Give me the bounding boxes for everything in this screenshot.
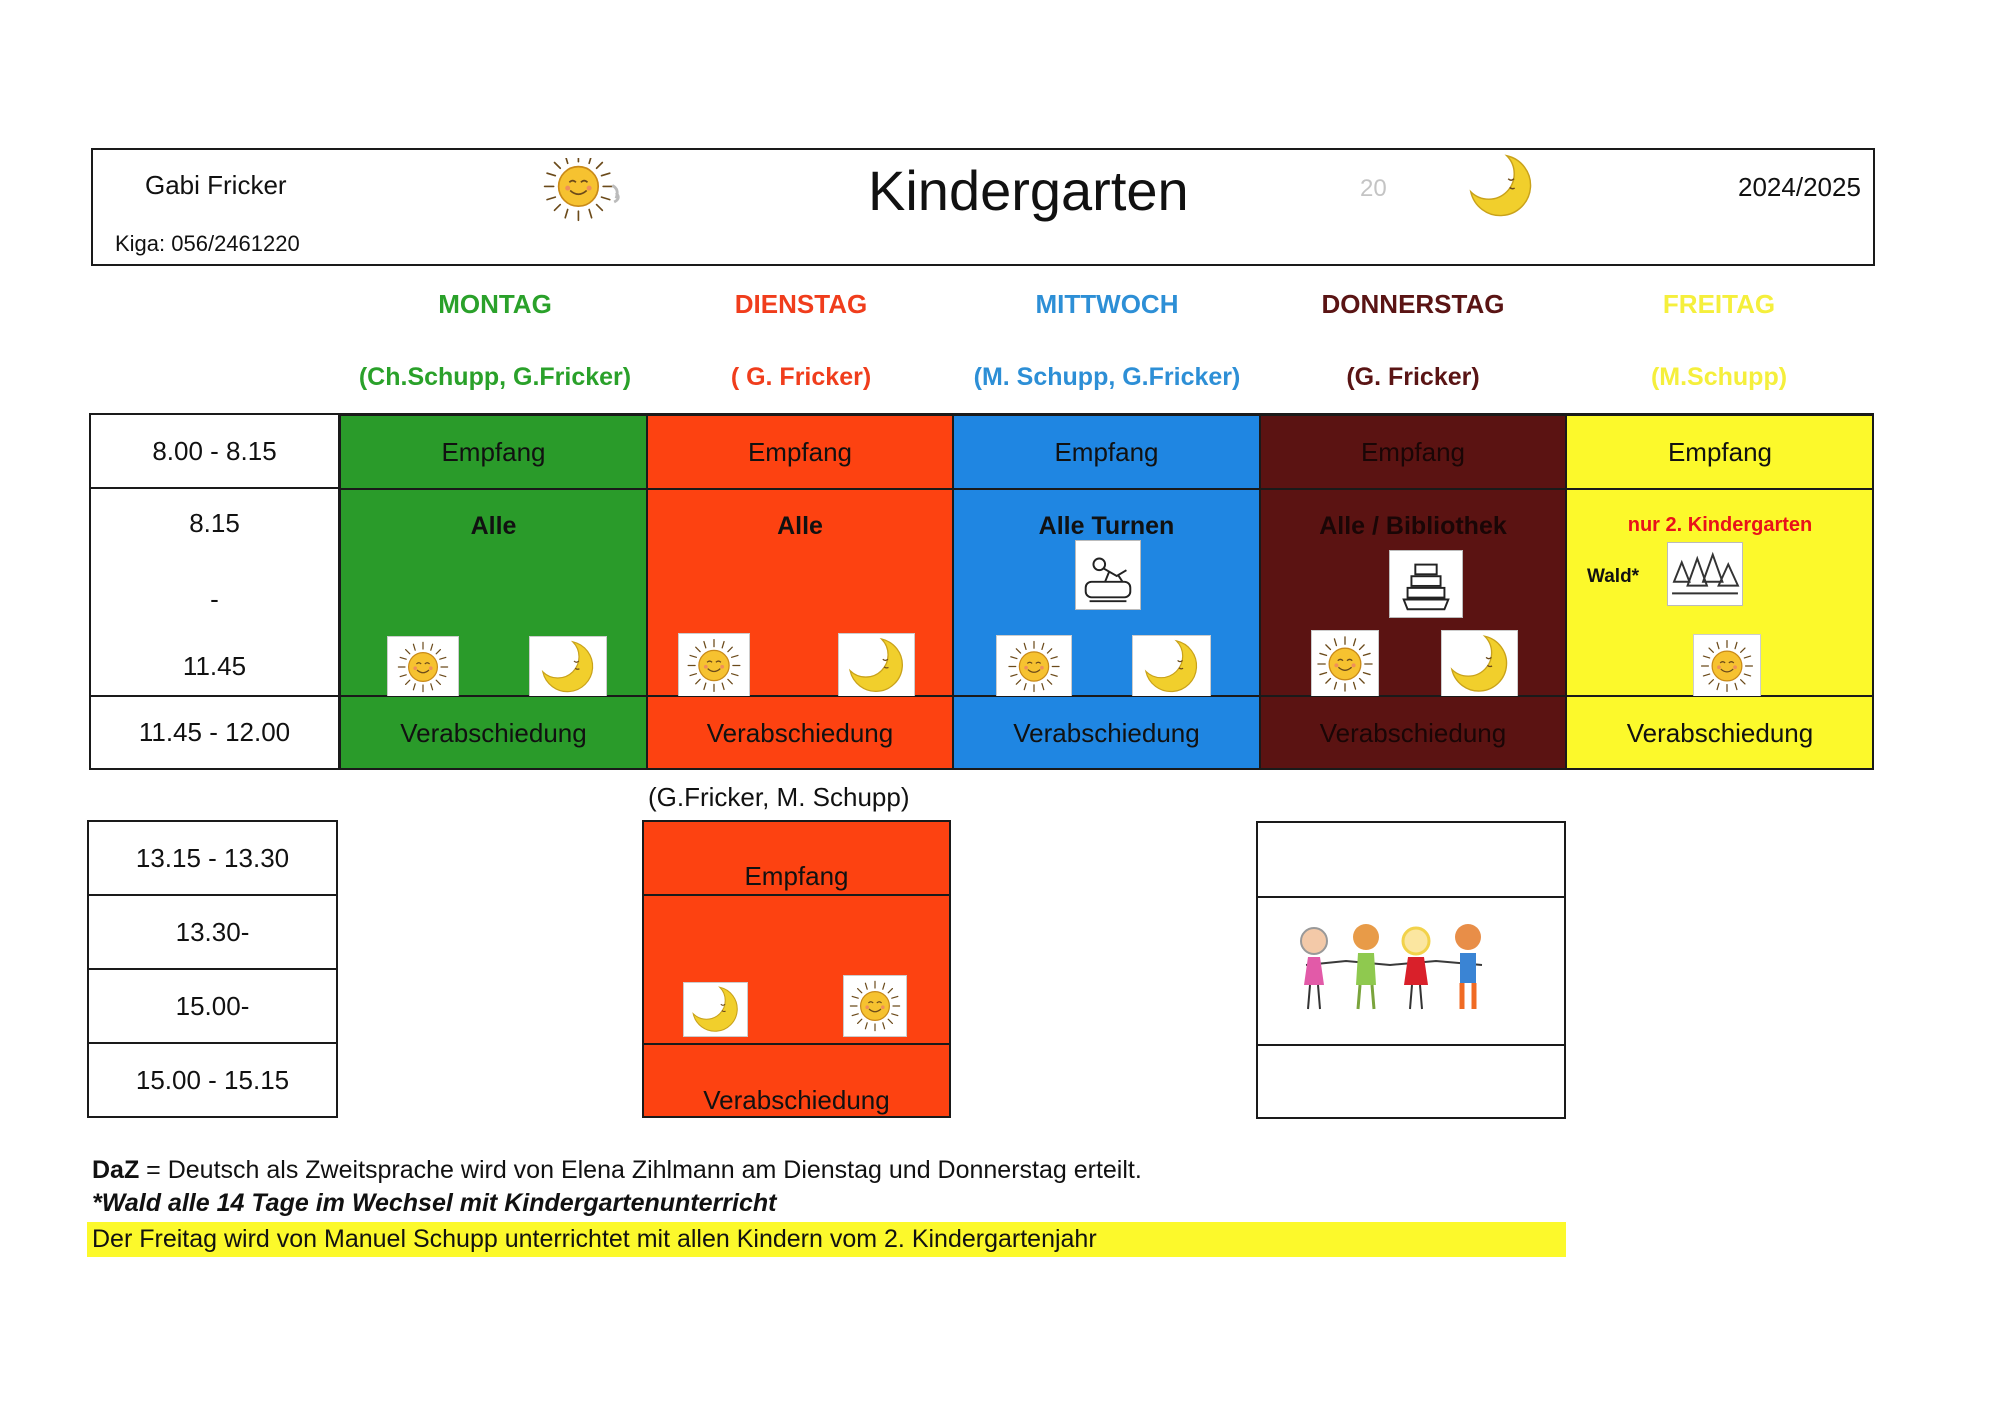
daz-abbr: DaZ — [92, 1156, 140, 1184]
moon-icon — [1441, 630, 1518, 698]
thursday-dismissal: Verabschiedung — [1260, 696, 1566, 770]
children-icon — [1300, 924, 1483, 1010]
friday-note: Der Freitag wird von Manuel Schupp unter… — [92, 1225, 1097, 1253]
thursday-afternoon-block — [1256, 821, 1566, 1119]
activity-title: Alle Turnen — [1038, 512, 1175, 540]
time-cell: 8.00 - 8.15 — [89, 413, 340, 489]
time-cell: 15.00 - 15.15 — [87, 1042, 338, 1118]
day-staff-montag: (Ch.Schupp, G.Fricker) — [358, 363, 632, 391]
sun-icon — [996, 635, 1072, 698]
library-icon — [1389, 550, 1463, 618]
friday-activity: nur 2. Kindergarten Wald* — [1566, 489, 1874, 698]
thursday-arrival: Empfang — [1260, 415, 1566, 489]
moon-icon — [1132, 635, 1211, 698]
wednesday-activity: Alle Turnen — [953, 489, 1260, 698]
faint-year-mark: 20 — [1360, 175, 1387, 202]
tuesday-arrival: Empfang — [647, 415, 953, 489]
header-frame — [91, 148, 1875, 266]
monday-arrival: Empfang — [340, 415, 647, 489]
day-staff-mittwoch: (M. Schupp, G.Fricker) — [973, 363, 1241, 391]
monday-dismissal: Verabschiedung — [340, 696, 647, 770]
day-staff-dienstag: ( G. Fricker) — [730, 363, 872, 391]
daz-note: DaZ = Deutsch als Zweitsprache wird von … — [92, 1156, 1142, 1185]
time-cell: 13.15 - 13.30 — [87, 820, 338, 896]
daz-text: = Deutsch als Zweitsprache wird von Elen… — [139, 1156, 1142, 1184]
activity-title: nur 2. Kindergarten — [1627, 514, 1813, 536]
wednesday-arrival: Empfang — [953, 415, 1260, 489]
sun-icon — [543, 158, 620, 222]
friday-arrival: Empfang — [1566, 415, 1874, 489]
moon-icon — [838, 633, 915, 698]
forest-note: *Wald alle 14 Tage im Wechsel mit Kinder… — [92, 1189, 777, 1217]
page-title: Kindergarten — [868, 159, 1189, 222]
day-staff-donnerstag: (G. Fricker) — [1346, 363, 1480, 391]
gym-icon — [1075, 540, 1141, 610]
day-staff-freitag: (M.Schupp) — [1650, 363, 1788, 391]
tuesday-afternoon-block: Empfang Verabschiedung — [642, 820, 951, 1118]
afternoon-dismissal: Verabschiedung — [644, 1043, 949, 1118]
activity-title: Alle — [777, 512, 823, 540]
time-cell: 13.30- — [87, 894, 338, 970]
thursday-activity: Alle / Bibliothek — [1260, 489, 1566, 698]
afternoon-arrival: Empfang — [644, 822, 949, 896]
activity-title: Alle — [470, 512, 517, 540]
day-header-mittwoch: MITTWOCH — [1035, 289, 1179, 319]
sun-icon — [678, 633, 750, 698]
moon-icon — [1470, 155, 1532, 217]
day-header-donnerstag: DONNERSTAG — [1321, 289, 1505, 319]
afternoon-staff: (G.Fricker, M. Schupp) — [648, 782, 910, 812]
school-year: 2024/2025 — [1738, 172, 1861, 202]
forest-icon — [1667, 542, 1743, 606]
teacher-name: Gabi Fricker — [145, 170, 287, 200]
activity-title: Alle / Bibliothek — [1319, 512, 1507, 540]
forest-label: Wald* — [1587, 566, 1640, 587]
time-start: 8.15 — [189, 508, 240, 538]
friday-note-highlight — [87, 1222, 1566, 1257]
sun-icon — [1311, 630, 1379, 698]
tuesday-dismissal: Verabschiedung — [647, 696, 953, 770]
day-header-dienstag: DIENSTAG — [734, 289, 868, 319]
time-cell: 15.00- — [87, 968, 338, 1044]
time-end: 11.45 — [182, 651, 247, 681]
friday-dismissal: Verabschiedung — [1566, 696, 1874, 770]
time-dash: - — [210, 584, 219, 614]
sun-icon — [843, 975, 907, 1037]
day-header-freitag: FREITAG — [1662, 289, 1776, 319]
kiga-phone: Kiga: 056/2461220 — [115, 231, 300, 256]
moon-icon — [683, 982, 748, 1037]
row-divider — [1258, 1044, 1564, 1046]
sun-icon — [1693, 634, 1761, 698]
row-divider — [1258, 896, 1564, 898]
sun-icon — [387, 636, 459, 698]
moon-icon — [529, 636, 607, 698]
monday-activity: Alle — [340, 489, 647, 698]
wednesday-dismissal: Verabschiedung — [953, 696, 1260, 770]
tuesday-activity: Alle — [647, 489, 953, 698]
time-cell: 11.45 - 12.00 — [89, 695, 340, 770]
day-header-montag: MONTAG — [438, 289, 552, 319]
